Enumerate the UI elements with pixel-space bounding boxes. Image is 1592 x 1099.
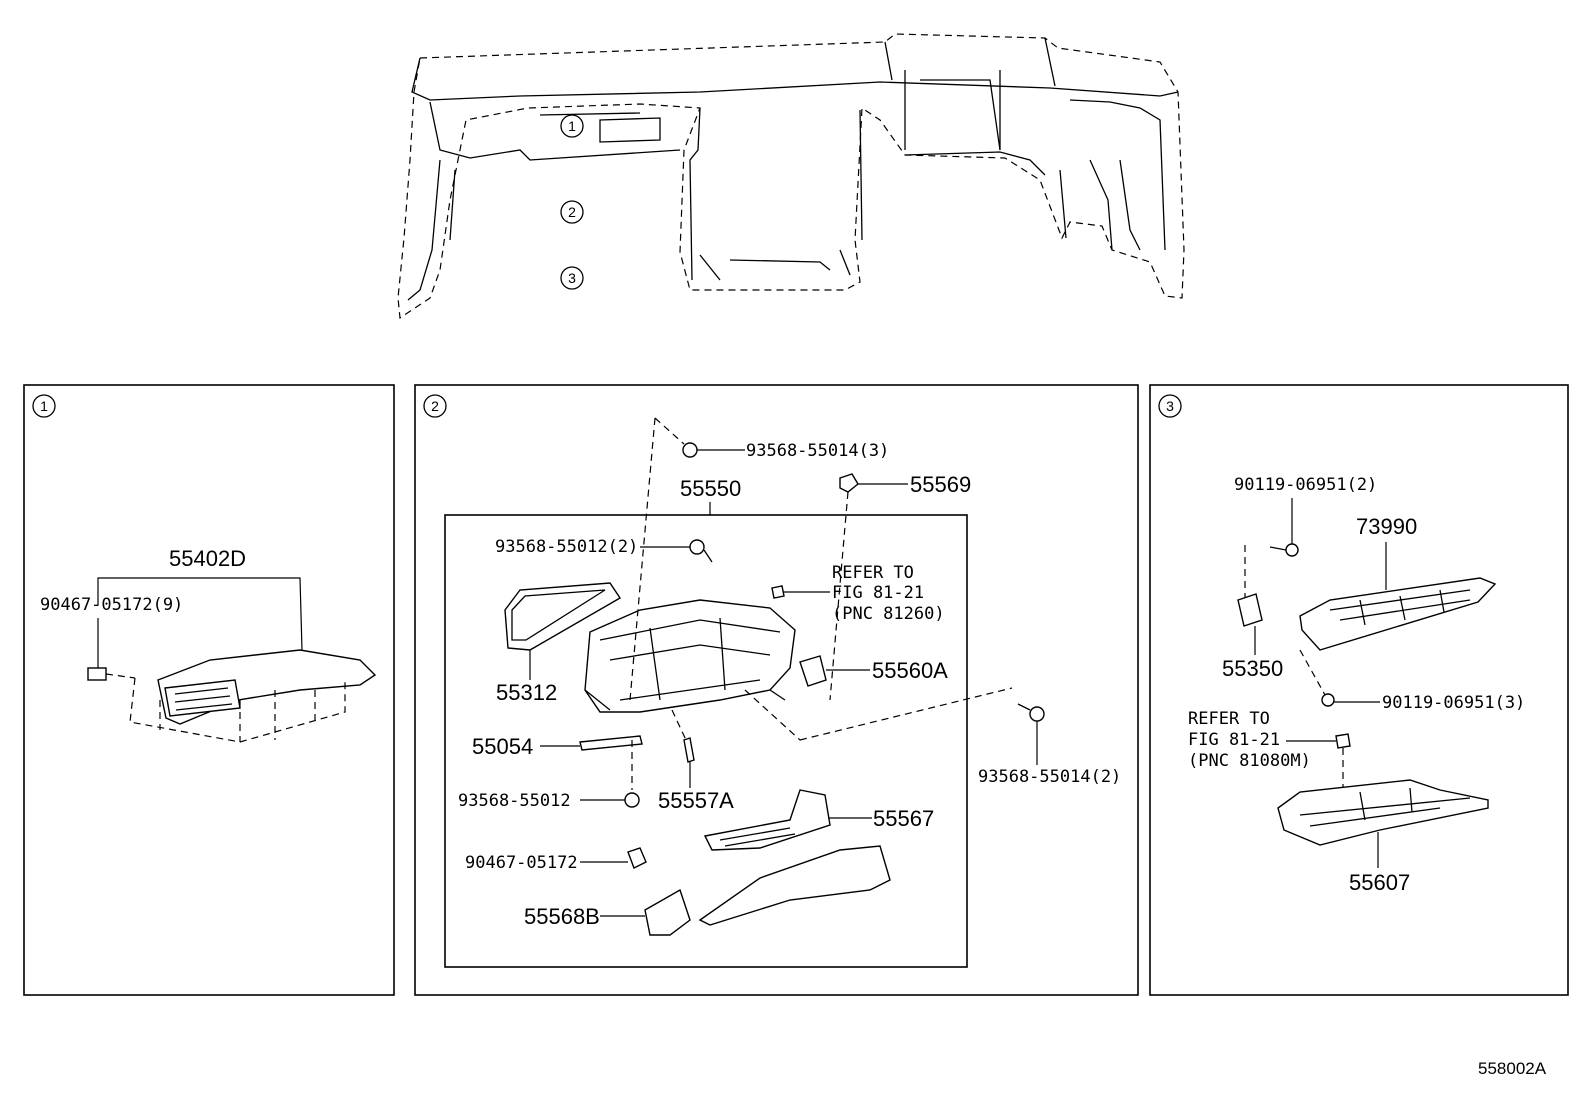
screw-90119-2 xyxy=(1285,543,1299,557)
screw-90119-3 xyxy=(1321,693,1335,707)
clip-55569 xyxy=(839,473,859,493)
sub-assembly-frame xyxy=(444,514,968,968)
glove-box-55607 xyxy=(1277,779,1489,846)
diagram-code: 558002A xyxy=(1478,1059,1547,1078)
panel-3-number: 3 xyxy=(1166,398,1174,414)
instrument-panel-overview xyxy=(397,33,1185,320)
panel-1-number: 1 xyxy=(40,398,48,414)
callout-1: 1 xyxy=(568,118,576,134)
label-55557A: 55557A xyxy=(658,788,734,813)
label-55054: 55054 xyxy=(472,734,533,759)
refer-b-line-2: FIG 81-21 xyxy=(1188,730,1280,750)
clip-90467-05172 xyxy=(627,847,647,869)
panel-1-badge xyxy=(32,394,56,418)
label-55312: 55312 xyxy=(496,680,557,705)
label-90467-05172: 90467-05172 xyxy=(465,853,578,873)
label-55560A: 55560A xyxy=(872,658,948,683)
panel-1-frame xyxy=(23,384,395,996)
panel-2-number: 2 xyxy=(431,398,439,414)
hinge-55350 xyxy=(1237,593,1263,627)
callout-circle-1 xyxy=(560,114,584,138)
panel-3: 3 90119-06951(2) 73990 55350 90119-06951… xyxy=(1149,384,1569,996)
label-55402D: 55402D xyxy=(169,546,246,571)
label-90119-06951-3: 90119-06951(3) xyxy=(1382,693,1525,713)
label-90119-06951-2: 90119-06951(2) xyxy=(1234,475,1377,495)
label-55607: 55607 xyxy=(1349,870,1410,895)
callout-3: 3 xyxy=(568,270,576,286)
panel-2-frame xyxy=(414,384,1139,996)
clip-90467 xyxy=(87,667,107,681)
bracket-55402D xyxy=(97,577,303,651)
screw-93568-55012-2 xyxy=(689,539,705,555)
label-55350: 55350 xyxy=(1222,656,1283,681)
panel-2-badge xyxy=(423,394,447,418)
callout-circle-2 xyxy=(560,200,584,224)
refer-a-line-3: (PNC 81260) xyxy=(832,604,945,624)
screw-93568-55014-2 xyxy=(1029,706,1045,722)
label-93568-55012-2: 93568-55012(2) xyxy=(495,537,638,557)
label-93568-55012: 93568-55012 xyxy=(458,791,571,811)
label-55550: 55550 xyxy=(680,476,741,501)
bracket-73990 xyxy=(1299,577,1497,651)
refer-a-line-1: REFER TO xyxy=(832,563,914,583)
screw-93568-55012 xyxy=(624,792,640,808)
glove-box-door xyxy=(698,845,891,926)
cover-55568B xyxy=(644,888,691,936)
callout-2: 2 xyxy=(568,204,576,220)
rod-55054 xyxy=(579,735,643,751)
panel-1: 1 55402D 90467-05172(9) xyxy=(23,384,395,996)
panel-3-badge xyxy=(1158,394,1182,418)
refer-a-line-2: FIG 81-21 xyxy=(832,583,924,603)
label-55567: 55567 xyxy=(873,806,934,831)
glove-box-housing-55550 xyxy=(584,599,796,713)
label-90467-05172-9: 90467-05172(9) xyxy=(40,595,183,615)
label-93568-55014-2: 93568-55014(2) xyxy=(978,767,1121,787)
label-55569: 55569 xyxy=(910,472,971,497)
tray-55567 xyxy=(703,789,831,851)
refer-b-line-3: (PNC 81080M) xyxy=(1188,751,1311,771)
pin-55557A xyxy=(683,737,695,763)
label-73990: 73990 xyxy=(1356,514,1417,539)
callout-circle-3 xyxy=(560,266,584,290)
refer-b-line-1: REFER TO xyxy=(1188,709,1270,729)
damper-55560A xyxy=(799,655,827,687)
label-55568B: 55568B xyxy=(524,904,600,929)
overview-callouts: 1 2 3 xyxy=(560,114,584,290)
panel-3-frame xyxy=(1149,384,1569,996)
panel-2: 2 93568-55014(3) 55550 55569 93568-55012… xyxy=(414,384,1139,996)
label-93568-55014-3: 93568-55014(3) xyxy=(746,441,889,461)
screw-93568-55014-3 xyxy=(682,442,698,458)
